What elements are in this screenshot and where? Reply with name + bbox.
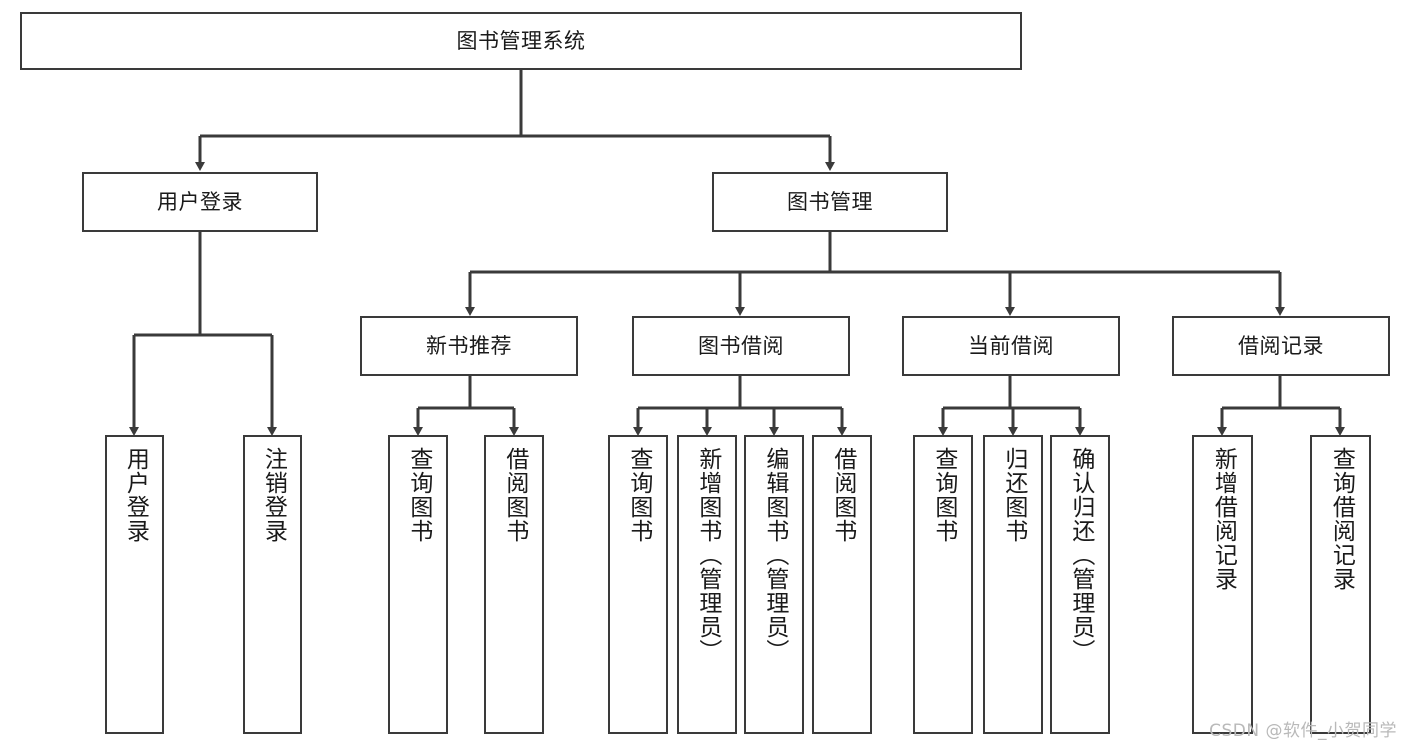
node-leaf-book-borrow-3[interactable]: 编辑图书（管理员） [744, 435, 804, 734]
node-leaf-new-book-rec-2-label: 借阅图书 [501, 447, 528, 543]
node-leaf-new-book-rec-1[interactable]: 查询图书 [388, 435, 448, 734]
node-leaf-current-borrow-2[interactable]: 归还图书 [983, 435, 1043, 734]
node-leaf-borrow-record-1-label: 新增借阅记录 [1210, 447, 1237, 591]
node-leaf-user-login-1-label: 用户登录 [122, 447, 149, 543]
node-leaf-new-book-rec-2[interactable]: 借阅图书 [484, 435, 544, 734]
node-book-borrow[interactable]: 图书借阅 [632, 316, 850, 376]
node-borrow-record[interactable]: 借阅记录 [1172, 316, 1390, 376]
node-new-book-rec-label: 新书推荐 [426, 333, 512, 358]
node-leaf-book-borrow-3-label: 编辑图书（管理员） [761, 447, 788, 663]
node-leaf-borrow-record-2-label: 查询借阅记录 [1328, 447, 1355, 591]
node-leaf-current-borrow-1-label: 查询图书 [930, 447, 957, 543]
node-leaf-book-borrow-1-label: 查询图书 [625, 447, 652, 543]
node-leaf-book-borrow-2-label: 新增图书（管理员） [694, 447, 721, 663]
node-leaf-user-login-2[interactable]: 注销登录 [243, 435, 302, 734]
node-leaf-user-login-1[interactable]: 用户登录 [105, 435, 164, 734]
node-root-label: 图书管理系统 [456, 28, 586, 53]
node-leaf-current-borrow-1[interactable]: 查询图书 [913, 435, 973, 734]
node-leaf-book-borrow-4[interactable]: 借阅图书 [812, 435, 872, 734]
node-leaf-current-borrow-3-label: 确认归还（管理员） [1067, 447, 1094, 663]
node-book-manage[interactable]: 图书管理 [712, 172, 948, 232]
node-current-borrow-label: 当前借阅 [968, 333, 1054, 358]
node-new-book-rec[interactable]: 新书推荐 [360, 316, 578, 376]
node-leaf-current-borrow-3[interactable]: 确认归还（管理员） [1050, 435, 1110, 734]
node-user-login-label: 用户登录 [157, 189, 243, 214]
node-leaf-book-borrow-2[interactable]: 新增图书（管理员） [677, 435, 737, 734]
node-user-login[interactable]: 用户登录 [82, 172, 318, 232]
node-leaf-book-borrow-1[interactable]: 查询图书 [608, 435, 668, 734]
node-leaf-user-login-2-label: 注销登录 [260, 447, 287, 543]
node-book-manage-label: 图书管理 [787, 189, 873, 214]
csdn-watermark: CSDN @软件_小贺同学 [1209, 721, 1397, 741]
node-leaf-current-borrow-2-label: 归还图书 [1000, 447, 1027, 543]
node-leaf-new-book-rec-1-label: 查询图书 [405, 447, 432, 543]
node-leaf-book-borrow-4-label: 借阅图书 [829, 447, 856, 543]
node-book-borrow-label: 图书借阅 [698, 333, 784, 358]
node-leaf-borrow-record-2[interactable]: 查询借阅记录 [1310, 435, 1371, 734]
node-current-borrow[interactable]: 当前借阅 [902, 316, 1120, 376]
node-root[interactable]: 图书管理系统 [20, 12, 1022, 70]
node-borrow-record-label: 借阅记录 [1238, 333, 1324, 358]
node-leaf-borrow-record-1[interactable]: 新增借阅记录 [1192, 435, 1253, 734]
